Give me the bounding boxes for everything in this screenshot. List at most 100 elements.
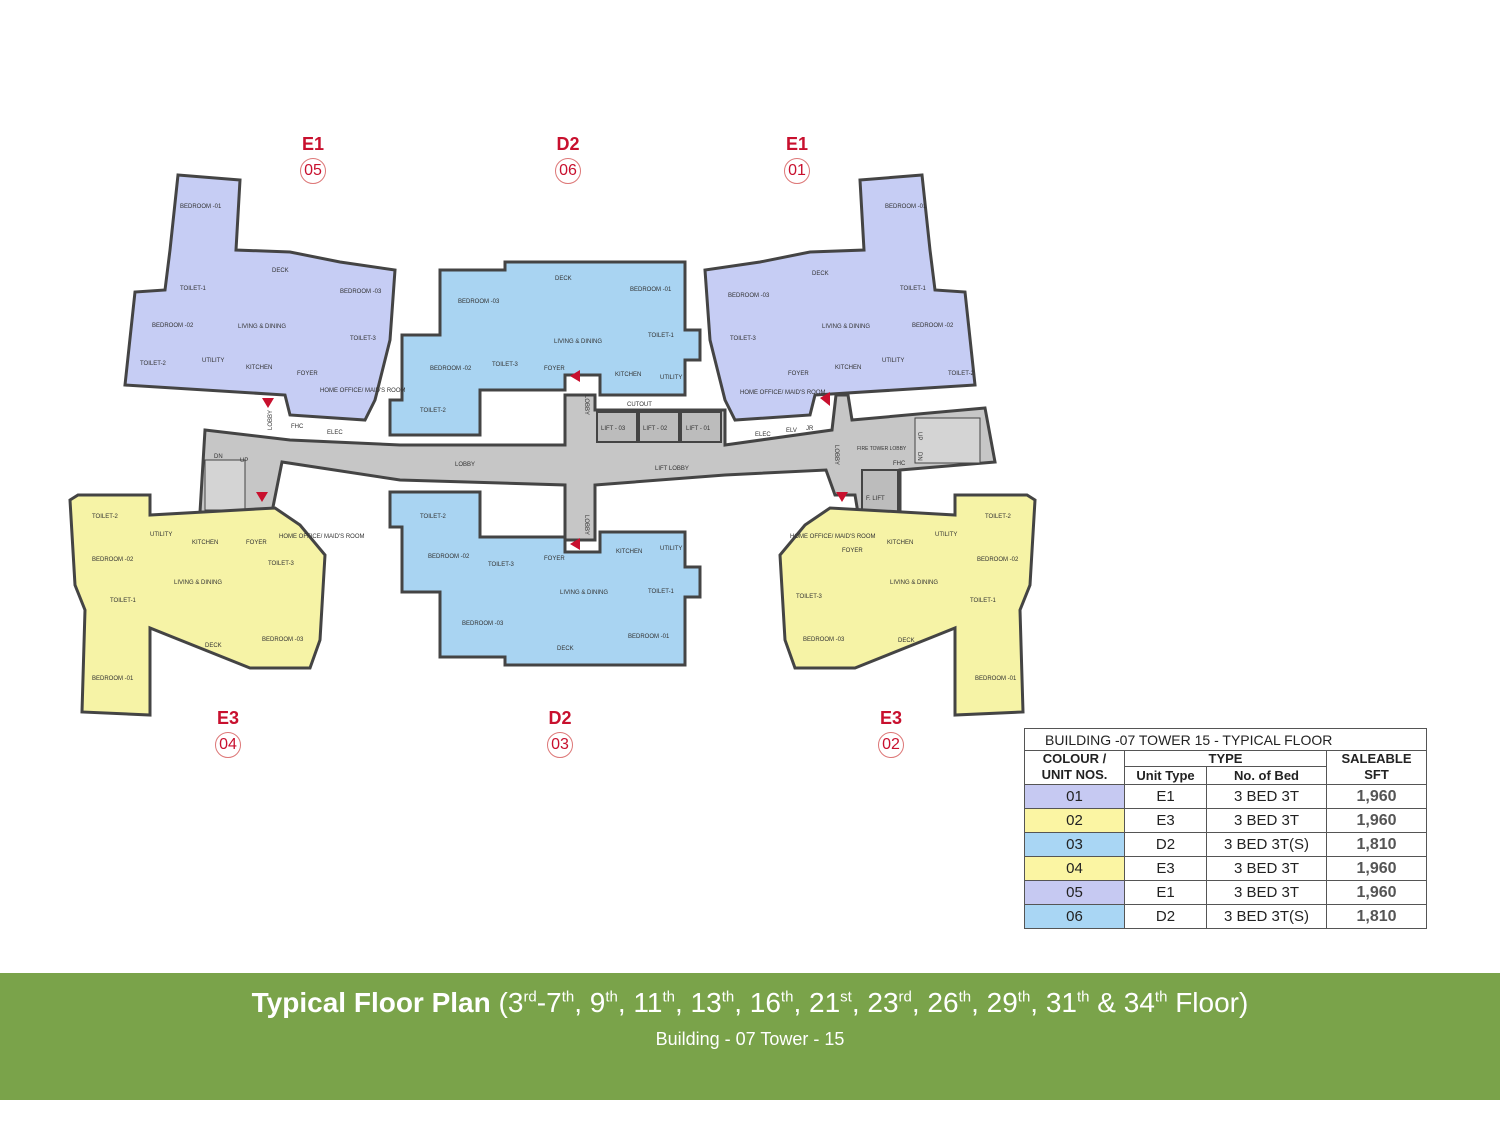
room-label: KITCHEN [835,365,861,371]
core-label: LIFT - 01 [686,426,711,432]
floor-suffix: th [780,988,794,1006]
room-label: TOILET-3 [268,561,295,567]
floor-number: , 13 [675,987,722,1018]
room-label: BEDROOM -03 [803,637,845,643]
room-label: BEDROOM -01 [885,204,927,210]
floor-open: ( [490,987,508,1018]
unit-number: 05 [300,158,326,184]
unit-number: 01 [784,158,810,184]
room-labels: BEDROOM -01 DECK BEDROOM -03 TOILET-1 BE… [92,204,1019,682]
room-label: BEDROOM -03 [458,299,500,305]
room-label: UTILITY [660,375,682,381]
room-label: UTILITY [202,358,224,364]
room-label: BEDROOM -02 [92,557,134,563]
floor-suffix: st [840,988,852,1006]
room-label: BEDROOM -02 [977,557,1019,563]
unit-number-cell: 04 [1024,856,1125,881]
unit-type-cell: D2 [1124,832,1207,857]
room-label: DECK [557,646,574,652]
room-label: TOILET-3 [488,562,515,568]
header-unit-nos: UNIT NOS. [1024,766,1125,785]
header-unit-type: Unit Type [1124,766,1207,785]
floor-number: , 31 [1030,987,1077,1018]
room-label: BEDROOM -02 [428,554,470,560]
unit-number-cell: 02 [1024,808,1125,833]
sft-cell: 1,960 [1326,808,1427,833]
unit-03-d2 [388,490,702,667]
room-label: TOILET-1 [648,333,675,339]
footer-subtitle: Building - 07 Tower - 15 [655,1029,845,1049]
room-label: FOYER [297,371,318,377]
floor-number: , 11 [617,987,663,1018]
entry-arrow-icon [820,392,830,406]
room-label: HOME OFFICE/ MAID'S ROOM [740,390,825,396]
room-label: TOILET-1 [180,286,207,292]
core-label: LOBBY [455,462,475,468]
room-label: LIVING & DINING [238,324,286,330]
floor-suffix: th [1017,988,1031,1006]
unit-type: D2 [548,708,572,728]
core-label: JR [806,426,814,432]
room-label: UTILITY [882,358,904,364]
room-label: HOME OFFICE/ MAID'S ROOM [320,388,405,394]
core-label: DN [214,454,223,460]
room-label: BEDROOM -02 [152,323,194,329]
room-label: DECK [898,638,915,644]
sft-cell: 1,810 [1326,904,1427,929]
core-label: UP [240,458,248,464]
unit-type-cell: E1 [1124,880,1207,905]
floor-suffix: rd [523,988,537,1006]
core-label: LOBBY [833,445,839,465]
core-label: FHC [291,424,304,430]
entry-arrow-icon [570,538,580,550]
room-label: BEDROOM -01 [92,676,134,682]
sft-cell: 1,960 [1326,856,1427,881]
room-label: FOYER [788,371,809,377]
unit-number-cell: 01 [1024,784,1125,809]
floor-number: 3 [507,987,524,1018]
room-label: HOME OFFICE/ MAID'S ROOM [790,534,875,540]
room-label: DECK [812,271,829,277]
floor-list: 3rd-7th, 9th, 11th, 13th, 16th, 21st, 23… [508,987,1168,1018]
entry-arrow-icon [256,492,268,502]
unit-type-cell: D2 [1124,904,1207,929]
core-label: FHC [893,461,906,467]
core-lobby [198,393,997,542]
unit-type-cell: E3 [1124,856,1207,881]
floor-suffix: th [561,988,575,1006]
room-label: FOYER [246,540,267,546]
core-label: UP [916,432,922,440]
core-label: F. LIFT [866,496,885,502]
floor-number: , 21 [793,987,841,1018]
unit-number: 06 [555,158,581,184]
room-label: TOILET-3 [730,336,757,342]
room-label: DECK [272,268,289,274]
unit-01-e1 [703,173,977,422]
table-title: BUILDING -07 TOWER 15 - TYPICAL FLOOR [1024,728,1427,751]
entry-arrow-icon [836,492,848,502]
header-sft: SFT [1326,766,1427,785]
header-no-of-bed: No. of Bed [1206,766,1327,785]
room-label: TOILET-1 [648,589,675,595]
room-label: KITCHEN [192,540,218,546]
room-label: TOILET-1 [110,598,137,604]
room-label: BEDROOM -01 [975,676,1017,682]
room-label: LIVING & DINING [174,580,222,586]
entry-arrow-icon [262,398,274,408]
core-label: LOBBY [583,515,589,535]
bed-cell: 3 BED 3T(S) [1206,832,1327,857]
floor-suffix: th [1154,988,1168,1006]
room-label: FOYER [842,548,863,554]
floor-suffix: th [605,988,618,1006]
room-label: KITCHEN [887,540,913,546]
room-label: BEDROOM -02 [912,323,954,329]
unit-type: D2 [556,134,580,154]
floor-number: , 16 [734,987,781,1018]
